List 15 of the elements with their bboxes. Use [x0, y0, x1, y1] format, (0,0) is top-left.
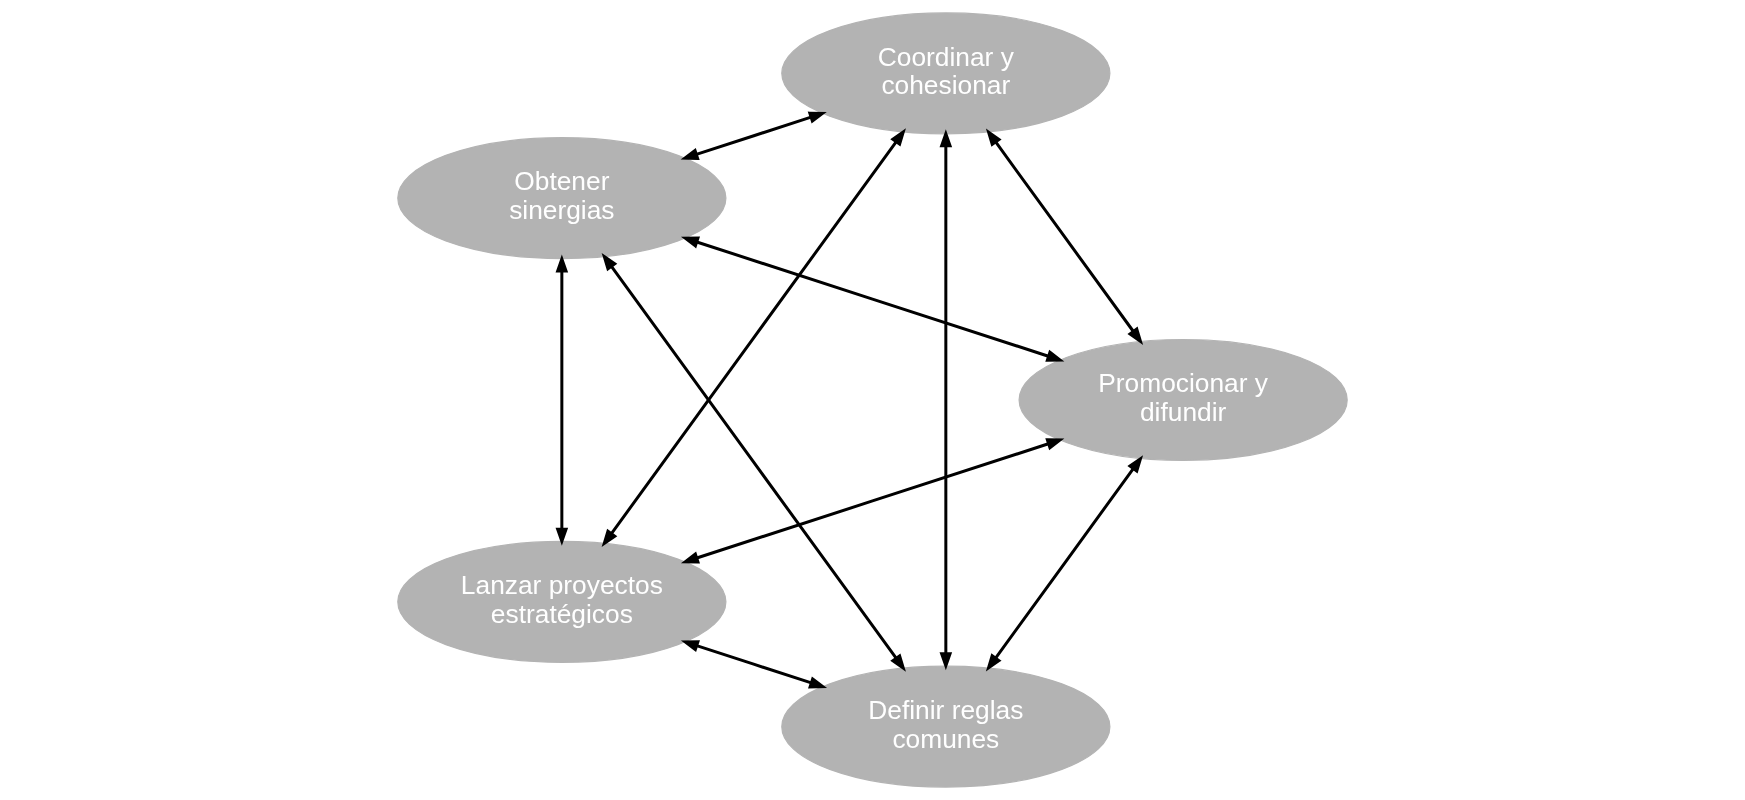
arrow: [601, 128, 906, 548]
arrow: [985, 455, 1144, 672]
arrow: [555, 254, 569, 546]
node-ellipse: Coordinar y cohesionar: [781, 12, 1111, 135]
node-ellipse: Lanzar proyectos estratégicos: [397, 540, 727, 663]
node-ellipse: Promocionar y difundir: [1018, 338, 1348, 462]
node-ellipse: Obtener sinergias: [397, 137, 727, 260]
node-ellipse: Definir reglas comunes: [781, 665, 1111, 788]
arrow: [939, 129, 953, 671]
arrow: [680, 438, 1065, 564]
arrow: [601, 252, 906, 672]
arrow: [680, 111, 827, 160]
arrow: [985, 128, 1144, 345]
arrow: [680, 640, 828, 689]
arrow: [680, 236, 1065, 362]
